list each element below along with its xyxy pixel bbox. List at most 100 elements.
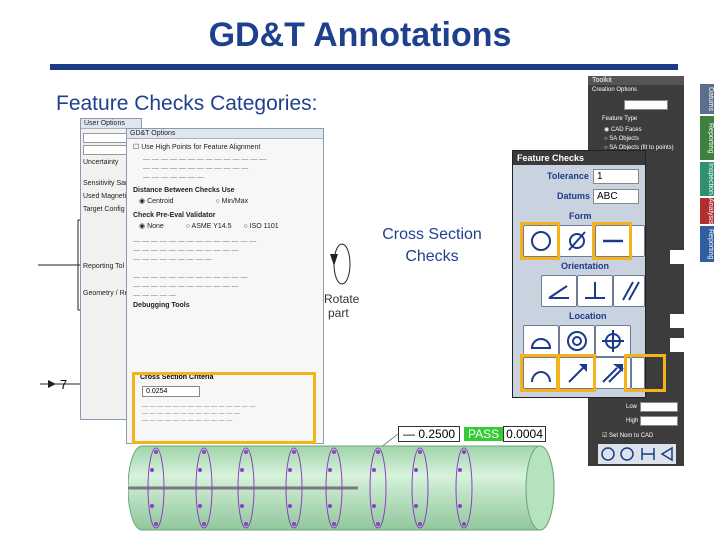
toolkit-title: Toolkit bbox=[588, 76, 684, 85]
view-dropdown[interactable] bbox=[624, 100, 668, 110]
circularity-button[interactable] bbox=[523, 225, 559, 257]
datums-label: Datums bbox=[557, 191, 591, 201]
low-input[interactable] bbox=[640, 402, 678, 412]
feature-type-label: Feature Type bbox=[602, 116, 638, 122]
minmax-radio[interactable]: ○ Min/Max bbox=[215, 198, 249, 205]
flatness-button[interactable] bbox=[631, 225, 645, 257]
help-text: — — — — — — — — — — — — — —— — — — — — —… bbox=[143, 156, 267, 181]
orientation-label: Orientation bbox=[561, 261, 610, 271]
sa-fit-radio[interactable]: ○ SA Objects (fit to points) bbox=[604, 145, 674, 151]
cylindricity-icon bbox=[568, 231, 586, 251]
side-tab[interactable]: Reporting bbox=[700, 116, 714, 160]
cross-section-criteria-group: Cross Section Criteria 0.0254 — — — — — … bbox=[136, 372, 312, 440]
option-uncertainty: Uncertainty bbox=[83, 159, 119, 166]
perpendicularity-icon bbox=[585, 282, 605, 299]
gdt-options-title: GD&T Options bbox=[127, 129, 323, 139]
debugging-section-label: Debugging Tools bbox=[133, 302, 190, 309]
profile-surface-icon bbox=[530, 338, 552, 349]
high-label: High bbox=[626, 418, 639, 424]
toolkit-side-button[interactable] bbox=[670, 338, 684, 352]
position-icon bbox=[602, 330, 624, 352]
form-label: Form bbox=[569, 211, 592, 221]
profile-line-button[interactable] bbox=[523, 357, 559, 389]
total-runout-icon bbox=[602, 364, 624, 383]
toolkit-side-button[interactable] bbox=[670, 250, 684, 264]
perpendicularity-button[interactable] bbox=[577, 275, 613, 307]
side-tab[interactable]: Analysis bbox=[700, 198, 714, 224]
straightness-highlight bbox=[592, 222, 632, 260]
feature-type-options: ◉ CAD Faces ○ SA Objects ○ SA Objects (f… bbox=[604, 126, 674, 153]
option-geometry: Geometry / Re bbox=[83, 290, 129, 297]
high-points-label: Use High Points for Feature Alignment bbox=[141, 144, 261, 151]
option-sensitivity: Sensitivity Samp bbox=[83, 180, 135, 187]
cross-section-callout: Cross Section Checks bbox=[382, 226, 482, 265]
straightness-icon bbox=[603, 239, 623, 243]
slide-subtitle: Feature Checks Categories: bbox=[56, 92, 318, 115]
centroid-radio[interactable]: ◉ Centroid bbox=[139, 198, 174, 205]
position-button[interactable] bbox=[595, 325, 631, 357]
tolerance-value-box: — 0.2500 bbox=[398, 426, 461, 442]
total-runout-highlight bbox=[624, 354, 666, 392]
parallelism-button[interactable] bbox=[613, 275, 645, 307]
high-input[interactable] bbox=[640, 416, 678, 426]
circular-runout-button[interactable] bbox=[559, 357, 595, 389]
datums-input[interactable]: ABC bbox=[593, 189, 639, 204]
iso-radio[interactable]: ○ ISO 1101 bbox=[243, 223, 279, 230]
concentricity-button[interactable] bbox=[559, 325, 595, 357]
circular-runout-icon bbox=[568, 364, 587, 383]
circular-runout-highlight bbox=[556, 354, 596, 392]
rotate-icon bbox=[330, 243, 351, 285]
cylinder-view bbox=[127, 440, 558, 534]
cross-section-criteria-title: Cross Section Criteria bbox=[140, 374, 214, 381]
cylindricity-button[interactable] bbox=[559, 225, 595, 257]
straightness-button[interactable] bbox=[595, 225, 631, 257]
validator-help-text: — — — — — — — — — — — — — —— — — — — — —… bbox=[133, 238, 257, 299]
dimension-label: 7 bbox=[60, 377, 68, 392]
creation-options-label: Creation Options bbox=[592, 87, 638, 93]
option-reporting: Reporting Tol bbox=[83, 263, 125, 270]
toolkit-side-tabs: Datums Reporting Inspection Analysis Rep… bbox=[700, 84, 714, 264]
tolerance-input[interactable]: 1 bbox=[593, 169, 639, 184]
toolkit-side-button[interactable] bbox=[670, 314, 684, 328]
location-label: Location bbox=[569, 311, 607, 321]
slide-title: GD&T Annotations bbox=[208, 16, 512, 54]
parallelism-icon bbox=[622, 281, 640, 301]
symmetry-button[interactable] bbox=[631, 357, 645, 389]
bottom-tool-icons[interactable] bbox=[598, 444, 676, 464]
option-magnetics: Used Magnetics bbox=[83, 193, 134, 200]
profile-line-highlight bbox=[520, 354, 560, 392]
measured-value: 0.0004 bbox=[503, 426, 546, 442]
concentricity-icon bbox=[567, 331, 587, 351]
side-tab[interactable]: Datums bbox=[700, 84, 714, 114]
side-tab[interactable]: Reporting bbox=[700, 226, 714, 262]
pre-eval-section-label: Check Pre-Eval Validator bbox=[133, 212, 216, 219]
low-label: Low bbox=[626, 404, 638, 410]
cross-section-highlight bbox=[132, 372, 316, 444]
cad-faces-radio[interactable]: ◉ CAD Faces bbox=[604, 127, 642, 133]
high-points-checkbox[interactable]: ☐ Use High Points for Feature Alignment bbox=[133, 144, 261, 151]
cross-section-help: — — — — — — — — — — — — — — —— — — — — —… bbox=[142, 404, 256, 424]
none-radio[interactable]: ◉ None bbox=[139, 223, 164, 230]
toolkit-bottom-tools bbox=[598, 444, 676, 464]
profile-surface-button[interactable] bbox=[523, 325, 559, 357]
profile-line-icon bbox=[531, 371, 551, 383]
angularity-icon bbox=[548, 285, 569, 299]
distance-section-label: Distance Between Checks Use bbox=[133, 187, 235, 194]
circularity-icon bbox=[531, 231, 551, 251]
title-underline bbox=[50, 64, 678, 70]
set-nom-checkbox[interactable]: ☑ Set Nom to CAD bbox=[602, 433, 654, 439]
option-target: Target Config bbox=[83, 206, 125, 213]
feature-checks-title: Feature Checks bbox=[517, 153, 585, 163]
asme-radio[interactable]: ○ ASME Y14.5 bbox=[185, 223, 232, 230]
angularity-button[interactable] bbox=[541, 275, 577, 307]
cylinder-model bbox=[127, 445, 555, 531]
side-tab[interactable]: Inspection bbox=[700, 162, 714, 196]
tolerance-label: Tolerance bbox=[547, 171, 589, 181]
cross-section-value-input[interactable]: 0.0254 bbox=[142, 386, 200, 397]
user-options-title: User Options bbox=[81, 119, 141, 129]
circularity-highlight bbox=[520, 222, 560, 260]
sa-objects-radio[interactable]: ○ SA Objects bbox=[604, 136, 639, 142]
pass-badge: PASS bbox=[464, 427, 504, 441]
